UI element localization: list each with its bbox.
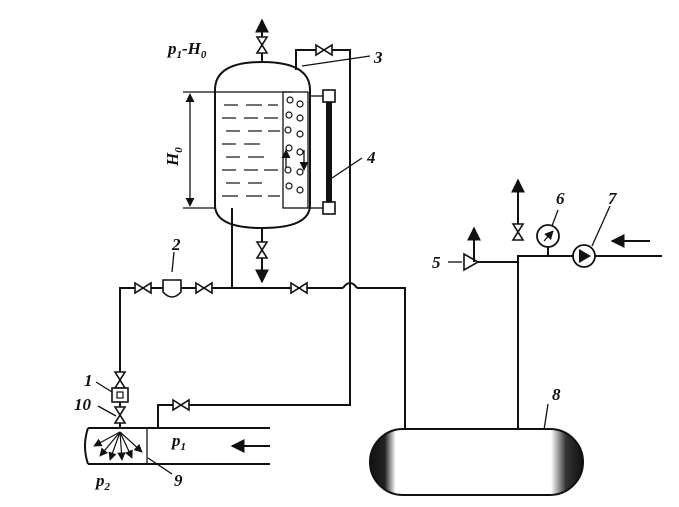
label-9: 9 [174,471,183,490]
diagram-labels: p1-H0 H0 3 4 2 1 10 p1 p2 9 8 5 6 7 [74,39,618,493]
top-bypass-line [295,44,351,289]
label-5: 5 [432,253,441,272]
label-p2: p2 [94,471,111,493]
compressor-branch [463,178,662,429]
pipe-branch [157,289,351,428]
label-3: 3 [373,48,383,67]
label-2: 2 [171,235,181,254]
level-gauge [310,89,336,215]
label-h0: H0 [163,147,185,167]
top-vent [255,18,269,62]
label-8: 8 [552,385,561,404]
h0-dimension [183,91,216,209]
separator-vessel [214,60,311,230]
label-p1: p1 [170,431,186,453]
receiver-tank [369,428,584,496]
label-7: 7 [608,189,618,208]
device-1-and-nozzle-10 [111,371,129,428]
main-line [119,279,406,430]
gas-bubbles [284,96,304,194]
gas-pipe [84,427,270,465]
label-4: 4 [366,148,376,167]
label-p1-h0: p1-H0 [166,39,207,61]
liquid-dashes [222,104,280,197]
label-6: 6 [556,189,565,208]
label-10: 10 [74,395,92,414]
bottom-drain [255,228,269,284]
label-1: 1 [84,371,93,390]
